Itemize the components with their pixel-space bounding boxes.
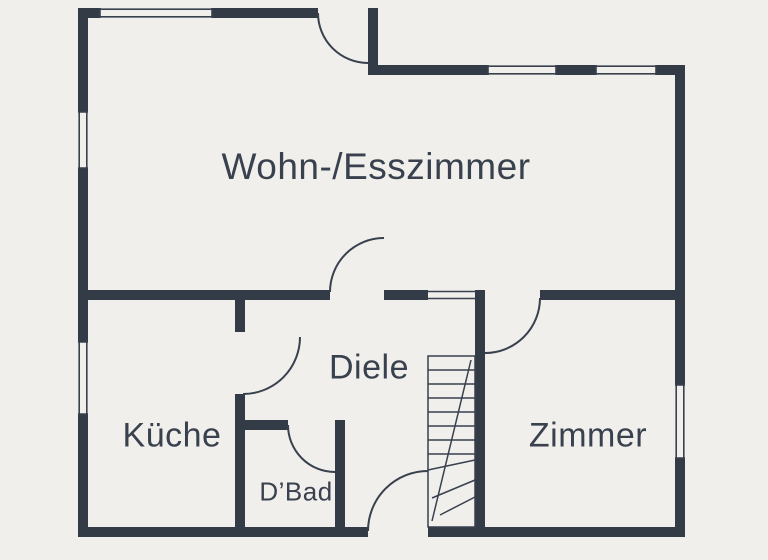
room-label-living-dining: Wohn-/Esszimmer	[221, 146, 531, 187]
wall-bath-right	[335, 420, 345, 537]
wall-right	[675, 65, 685, 537]
door-swing-arc-bath	[287, 424, 336, 473]
door-swing-arc-room	[484, 297, 541, 354]
partition-lines	[428, 290, 475, 300]
room-label-shower-bath: D’Bad	[259, 476, 333, 507]
window-opening	[100, 8, 212, 18]
window-opening	[78, 342, 88, 414]
window-opening	[675, 385, 685, 458]
room-label-room: Zimmer	[528, 416, 648, 455]
door-swing-arcs	[242, 12, 541, 532]
door-swing-arc-entrance	[367, 470, 429, 532]
door-opening	[330, 290, 384, 300]
stairs-symbol	[427, 355, 476, 528]
window-opening	[596, 65, 656, 75]
walls	[78, 8, 685, 537]
window	[99, 8, 213, 18]
wall-room	[475, 290, 485, 537]
stair-walk-line	[431, 359, 472, 522]
door-swing-arc-living-hall	[329, 237, 385, 293]
wall-top-left	[78, 8, 378, 18]
window	[78, 341, 88, 415]
wall-openings	[78, 8, 685, 537]
stair-winder-line	[439, 496, 476, 516]
door-swing-arc-kitchen	[242, 336, 301, 395]
window-opening	[488, 65, 556, 75]
door-opening	[368, 527, 428, 537]
door-opening	[318, 8, 368, 18]
door-swing-arc-terrace	[317, 12, 369, 64]
stair-top-opening	[428, 290, 475, 300]
wall-kitchen	[235, 290, 245, 537]
door-opening	[235, 332, 245, 394]
window-opening	[78, 112, 88, 168]
stair-outline	[427, 355, 476, 528]
room-label-hallway: Diele	[329, 348, 409, 387]
window	[675, 384, 685, 459]
window	[487, 65, 557, 75]
window	[595, 65, 657, 75]
stair-winder-line	[431, 479, 476, 499]
wall-left	[78, 8, 88, 537]
wall-top-step	[368, 8, 378, 75]
door-opening	[288, 420, 335, 430]
door-opening	[485, 290, 540, 300]
windows	[78, 8, 685, 459]
stair-winder-line	[427, 459, 476, 471]
window	[78, 111, 88, 169]
room-label-kitchen: Küche	[122, 416, 222, 455]
stair-opening-partition	[428, 290, 475, 300]
